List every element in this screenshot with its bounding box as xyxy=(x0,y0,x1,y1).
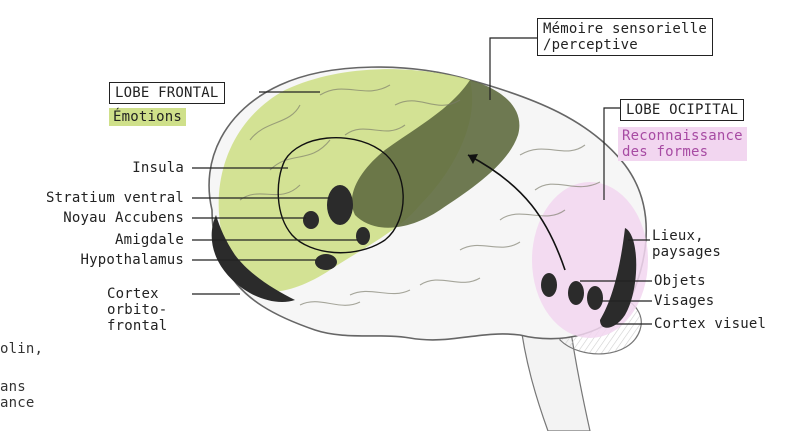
visages-label: Visages xyxy=(654,293,714,309)
memoire-sensorielle-label: Mémoire sensorielle /perceptive xyxy=(537,18,713,56)
objets-shape xyxy=(568,281,584,305)
noyau-accubens-label: Noyau Accubens xyxy=(0,210,184,226)
stratium-ventral-label: Stratium ventral xyxy=(0,190,184,206)
emotions-label: Émotions xyxy=(109,108,186,126)
objets-label: Objets xyxy=(654,273,706,289)
stratium-ventral-shape xyxy=(327,185,353,225)
cut-off-text-1: olin, xyxy=(0,341,43,357)
cortex-visuel-label: Cortex visuel xyxy=(654,316,766,332)
lieux-paysages-label: Lieux, paysages xyxy=(652,228,721,260)
lobe-occipital-label: LOBE OCIPITAL xyxy=(620,99,744,121)
hypothalamus-shape xyxy=(315,254,337,270)
noyau-accubens-shape xyxy=(303,211,319,229)
hypothalamus-label: Hypothalamus xyxy=(20,252,184,268)
lobe-frontal-label: LOBE FRONTAL xyxy=(109,82,225,104)
reconnaissance-label: Reconnaissance des formes xyxy=(618,127,747,161)
amigdale-label: Amigdale xyxy=(40,232,184,248)
lieux-shape xyxy=(541,273,557,297)
amigdale-shape xyxy=(356,227,370,245)
cut-off-text-2: ans ance xyxy=(0,379,35,411)
cortex-orbito-frontal-label: Cortex orbito- frontal xyxy=(107,286,167,334)
insula-label: Insula xyxy=(60,160,184,176)
visages-shape xyxy=(587,286,603,310)
